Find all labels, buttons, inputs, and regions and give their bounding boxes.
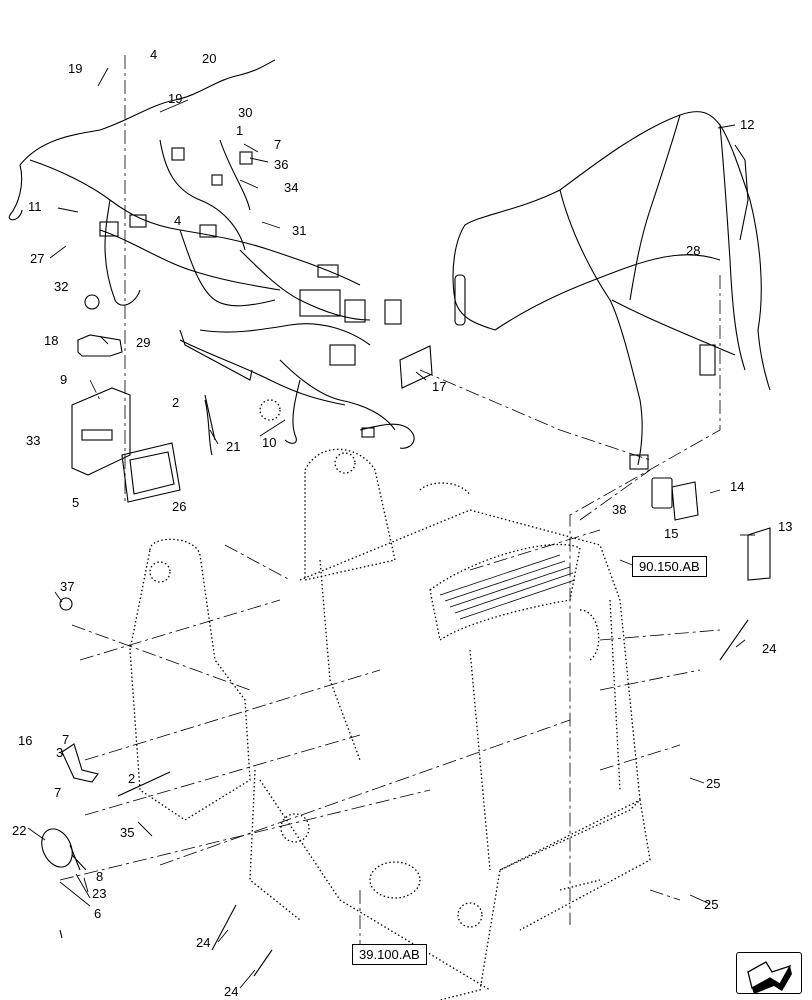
main-harness-drawing [8, 59, 415, 456]
next-page-button[interactable] [736, 952, 802, 994]
leader-lines [59, 55, 721, 945]
part-callout-2: 2 [172, 395, 180, 410]
part-callout-29: 29 [136, 335, 151, 350]
part-callout-6: 6 [94, 906, 102, 921]
reference-box-90-150-ab[interactable]: 90.150.AB [632, 556, 707, 577]
next-page-arrow-icon[interactable] [747, 961, 792, 994]
part-callout-26: 26 [172, 499, 187, 514]
part-callout-7: 7 [274, 137, 282, 152]
part-callout-33: 33 [26, 433, 41, 448]
part-callout-8: 8 [96, 869, 104, 884]
part-callout-19: 19 [68, 61, 83, 76]
part-callout-9: 9 [60, 372, 68, 387]
part-callout-38: 38 [612, 502, 627, 517]
part-callout-24: 24 [762, 641, 777, 656]
part-callout-15: 15 [664, 526, 679, 541]
part-callout-22: 22 [12, 823, 27, 838]
part-callout-25: 25 [704, 897, 719, 912]
part-callout-28: 28 [686, 243, 701, 258]
part-callout-23: 23 [92, 886, 107, 901]
part-callout-13: 13 [778, 519, 793, 534]
part-callout-21: 21 [226, 439, 241, 454]
part-callout-34: 34 [284, 180, 299, 195]
part-callout-5: 5 [72, 495, 80, 510]
part-callout-37: 37 [60, 579, 75, 594]
part-callout-27: 27 [30, 251, 45, 266]
part-callout-3: 3 [56, 745, 64, 760]
part-callout-2: 2 [128, 771, 136, 786]
part-callout-1: 1 [236, 123, 244, 138]
cab-harness-drawing [452, 111, 771, 470]
part-callout-20: 20 [202, 51, 217, 66]
part-callout-4: 4 [150, 47, 158, 62]
part-callout-7: 7 [54, 785, 62, 800]
part-callout-7: 7 [62, 732, 70, 747]
reference-box-39-100-ab[interactable]: 39.100.AB [352, 944, 427, 965]
part-callout-12: 12 [740, 117, 755, 132]
part-callout-4: 4 [174, 213, 182, 228]
part-callout-24: 24 [224, 984, 239, 999]
part-callout-24: 24 [196, 935, 211, 950]
part-callout-10: 10 [262, 435, 277, 450]
part-callout-32: 32 [54, 279, 69, 294]
floor-grille-drawing [439, 554, 576, 620]
part-callout-11: 11 [28, 199, 42, 214]
part-callout-19: 19 [168, 91, 183, 106]
part-callout-35: 35 [120, 825, 135, 840]
part-callout-14: 14 [730, 479, 745, 494]
part-callout-25: 25 [706, 776, 721, 791]
part-callout-30: 30 [238, 105, 253, 120]
part-callout-17: 17 [432, 379, 447, 394]
label-leaders [27, 67, 755, 989]
part-callout-36: 36 [274, 157, 289, 172]
part-callout-31: 31 [292, 223, 307, 238]
machine-frame-drawing [129, 399, 651, 1000]
part-callout-18: 18 [44, 333, 59, 348]
bracket-parts-drawing [41, 294, 771, 977]
part-callout-16: 16 [18, 733, 33, 748]
